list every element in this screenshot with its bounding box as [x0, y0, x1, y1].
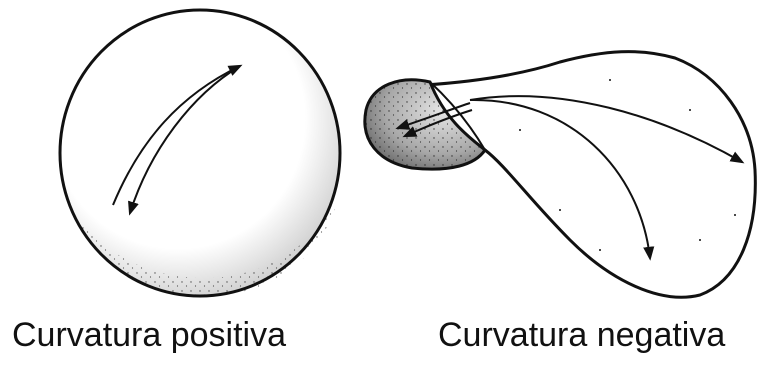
- caption-positive-curvature: Curvatura positiva: [12, 318, 286, 352]
- caption-negative-curvature: Curvatura negativa: [438, 318, 725, 352]
- saddle-surface-outline: [425, 52, 755, 298]
- saddle-diagram: [365, 52, 755, 298]
- sphere-diagram: [60, 10, 340, 296]
